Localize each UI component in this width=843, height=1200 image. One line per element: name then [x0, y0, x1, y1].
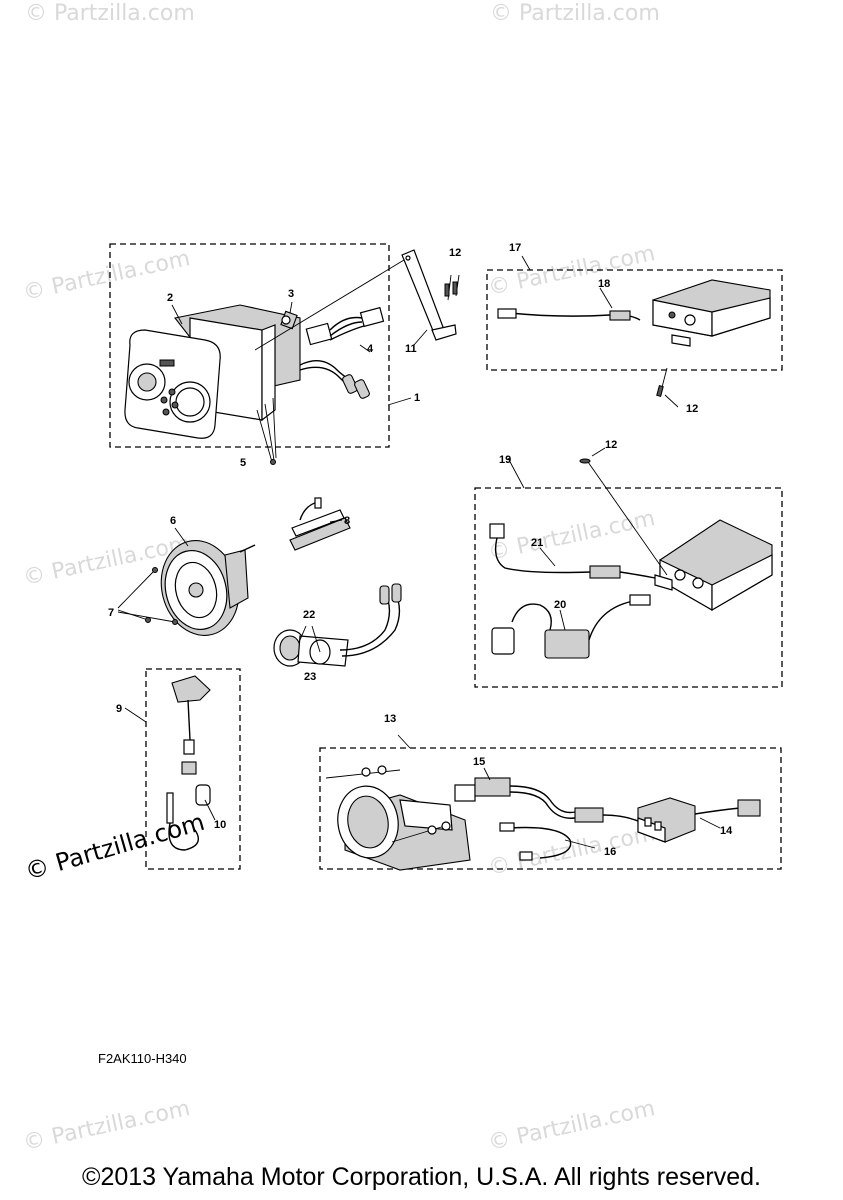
callout-numbers: 1 2 3 4 5 6 7 8 9 10 11 12 12 12 13 14 1…	[108, 242, 733, 858]
callout-17: 17	[509, 242, 521, 254]
callout-11: 11	[405, 343, 417, 355]
watermark-layer: © Partzilla.com © Partzilla.com © Partzi…	[21, 1, 660, 1156]
group-box-13	[319, 747, 782, 870]
volume-knob-assembly	[273, 583, 402, 667]
watermark-strong: © Partzilla.com	[22, 808, 208, 886]
group-box-19	[474, 487, 783, 688]
diagram-code: F2AK110-H340	[98, 1051, 187, 1066]
connector-plug	[280, 310, 298, 330]
group-box-1	[109, 243, 390, 448]
callout-10: 10	[214, 819, 226, 831]
antenna	[166, 675, 211, 851]
callout-12-upper-amp: 12	[686, 403, 698, 415]
watermark: © Partzilla.com	[486, 1096, 657, 1156]
callout-13: 13	[384, 713, 396, 725]
wire-harness	[299, 306, 385, 399]
stereo-head-unit	[124, 304, 301, 439]
speaker	[117, 540, 256, 636]
callout-12-top: 12	[449, 247, 461, 259]
callout-20: 20	[554, 599, 566, 611]
callout-9: 9	[116, 703, 122, 715]
callout-5: 5	[240, 457, 246, 469]
watermark: © Partzilla.com	[490, 1, 660, 26]
callout-22: 22	[303, 609, 315, 621]
amplifier-upper	[497, 279, 771, 397]
mounting-bracket	[401, 249, 457, 341]
callout-16: 16	[604, 846, 616, 858]
callout-21: 21	[531, 537, 543, 549]
group-box-9	[145, 668, 241, 870]
led-light-strip	[289, 497, 351, 551]
callout-7: 7	[108, 607, 114, 619]
callout-6: 6	[170, 515, 176, 527]
mounting-screws	[256, 397, 277, 465]
callout-12-lower-amp: 12	[605, 439, 617, 451]
copyright-notice: ©2013 Yamaha Motor Corporation, U.S.A. A…	[82, 1163, 761, 1191]
callout-4: 4	[367, 343, 374, 355]
watermark: © Partzilla.com	[25, 1, 195, 26]
callout-19: 19	[499, 454, 511, 466]
watermark: © Partzilla.com	[21, 1096, 192, 1156]
leader-lines	[124, 255, 721, 849]
callout-15: 15	[473, 756, 485, 768]
group-box-17	[486, 269, 783, 371]
callout-18: 18	[598, 278, 610, 290]
callout-23: 23	[304, 671, 316, 683]
amplifier-lower	[489, 458, 773, 659]
display-gauge-kit	[325, 765, 761, 871]
callout-14: 14	[720, 825, 733, 837]
watermark: © Partzilla.com	[486, 506, 657, 566]
callout-3: 3	[288, 288, 294, 300]
callout-2: 2	[167, 292, 173, 304]
callout-8: 8	[344, 515, 350, 527]
callout-1: 1	[414, 392, 420, 404]
bracket-screws	[444, 274, 460, 301]
